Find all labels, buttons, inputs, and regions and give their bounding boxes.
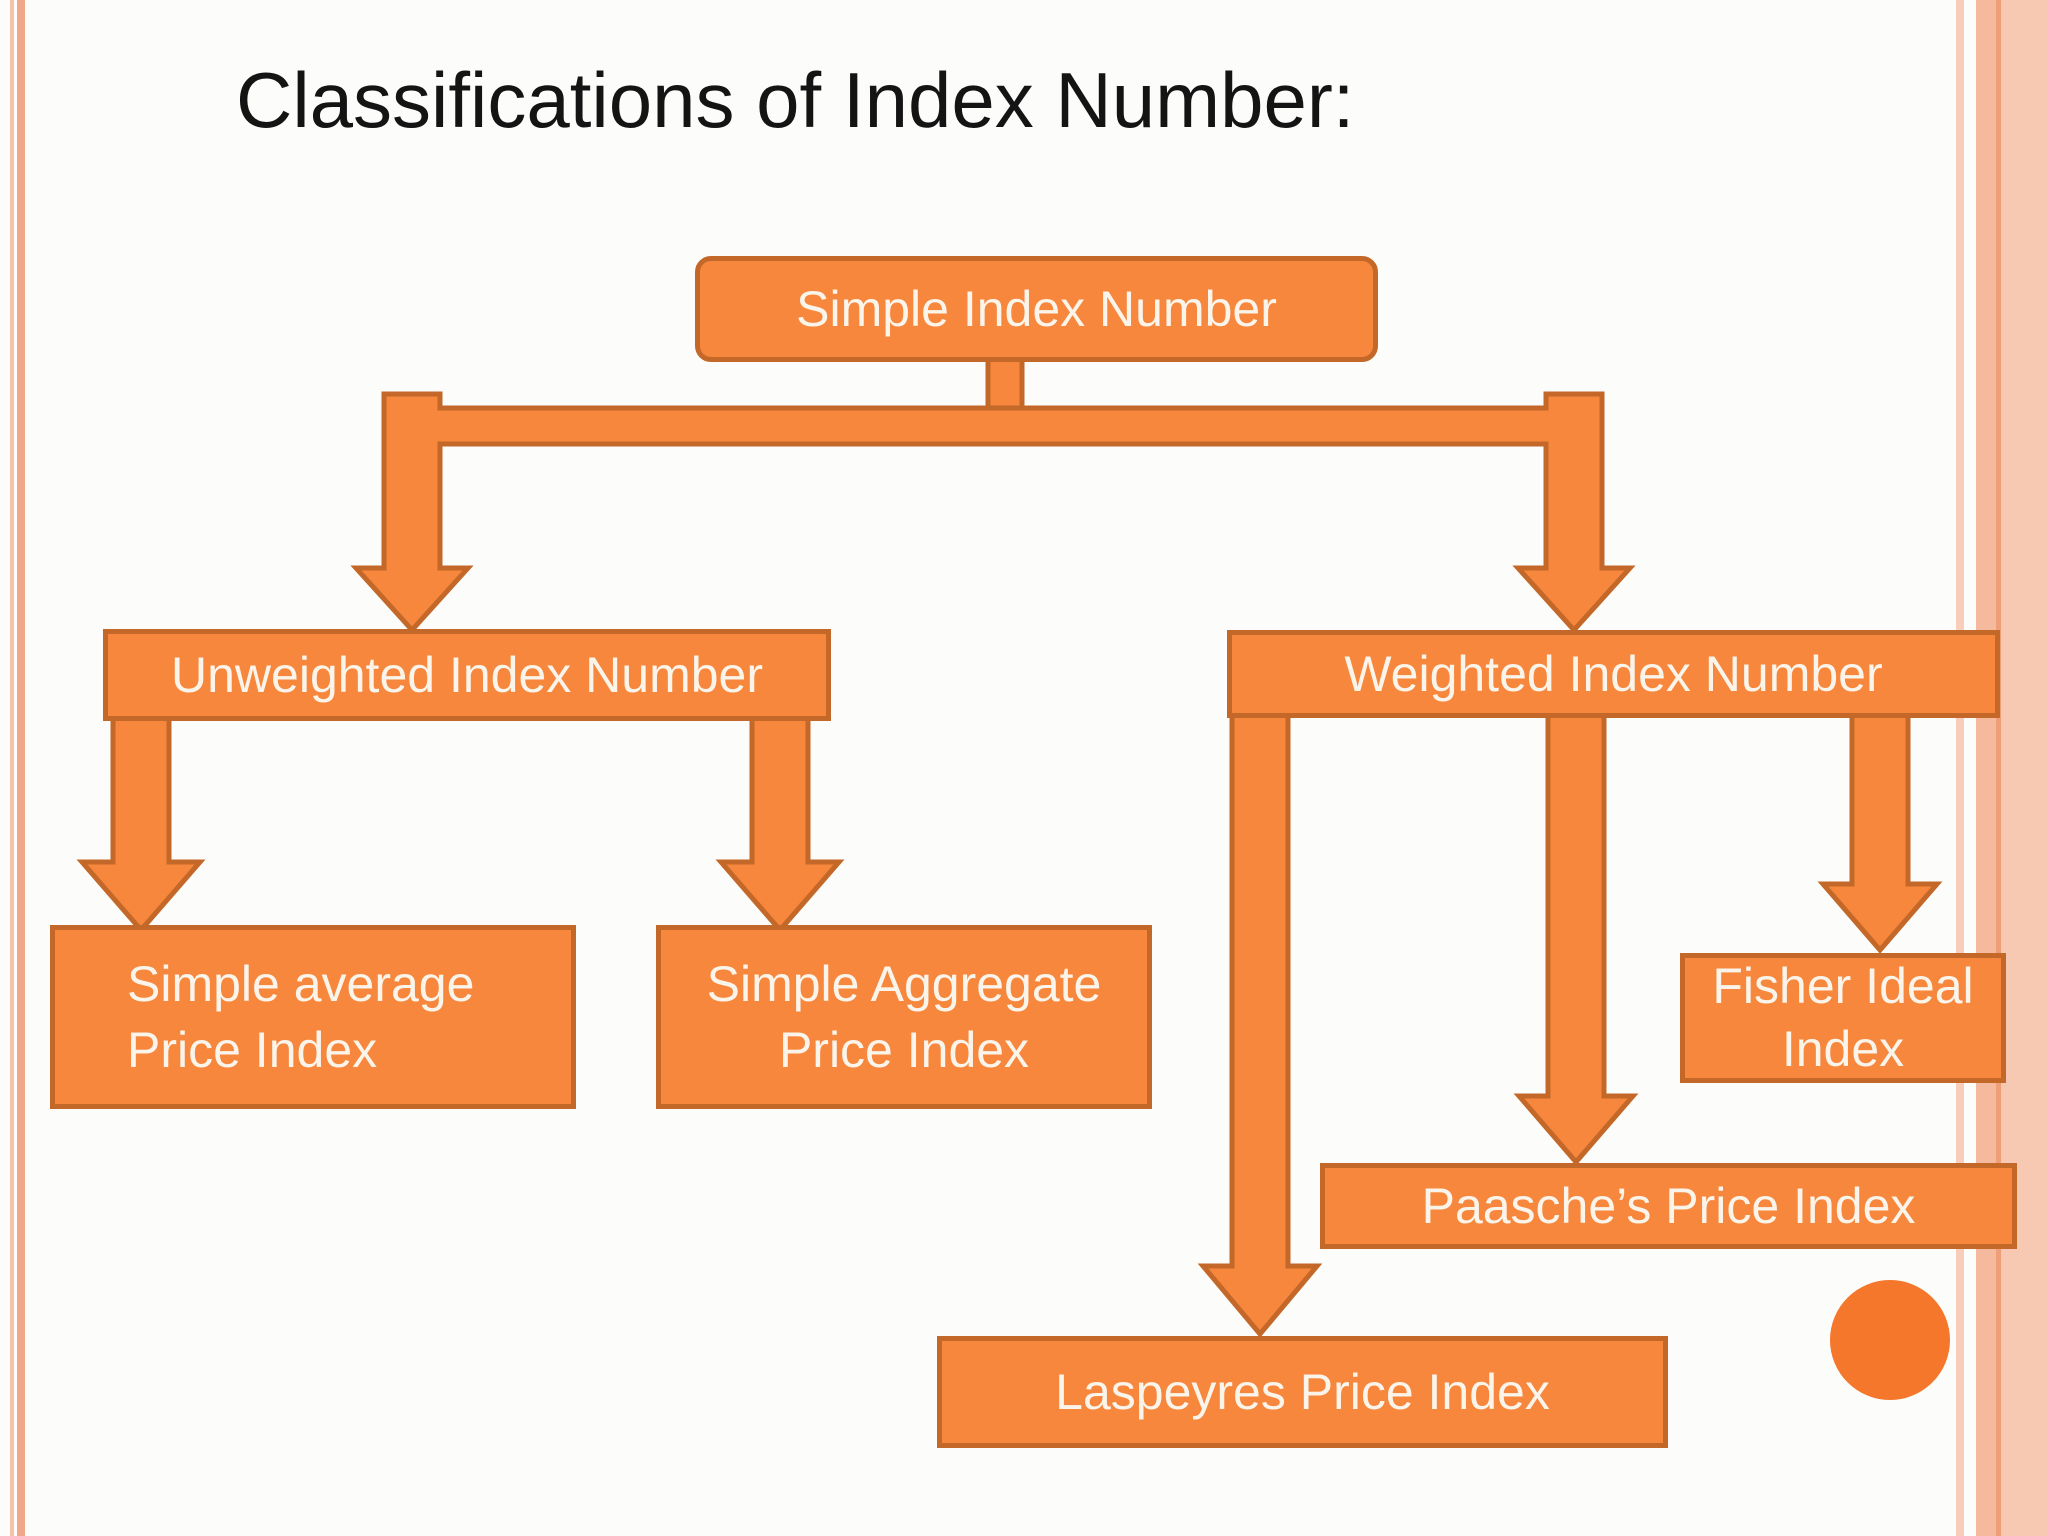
right-border-stripe [1976,0,1996,1536]
page-title: Classifications of Index Number: [236,56,1355,144]
node-simple-index-number: Simple Index Number [695,256,1378,362]
right-border-stripe [2001,0,2048,1536]
node-label: Weighted Index Number [1344,646,1883,702]
connector-branch-arrows-to-unweighted-and-weighted [350,391,1636,634]
arrow-weighted-to-fisher [1817,709,1943,954]
node-laspeyres-price-index: Laspeyres Price Index [937,1336,1668,1448]
node-label: Paasche’s Price Index [1421,1178,1916,1234]
node-label: Simple Index Number [796,281,1277,337]
node-label-line1: Fisher Ideal [1712,958,1974,1014]
node-label-line2: Price Index [127,1022,378,1078]
node-label: Unweighted Index Number [171,647,763,703]
accent-circle [1830,1280,1950,1400]
node-unweighted-index-number: Unweighted Index Number [103,629,831,721]
node-simple-aggregate-price-index: Simple Aggregate Price Index [656,925,1152,1109]
left-border-stripe [10,0,14,1536]
arrow-weighted-to-laspeyres [1197,709,1323,1338]
node-label-line1: Simple Aggregate [706,956,1102,1012]
arrow-unweighted-to-simple-average [76,715,206,934]
node-fisher-ideal-index: Fisher Ideal Index [1680,953,2006,1083]
node-paasche-price-index: Paasche’s Price Index [1320,1163,2017,1249]
node-label-line2: Index [1781,1021,1905,1077]
node-simple-average-price-index: Simple average Price Index [50,925,576,1109]
right-border-stripe [1996,0,2001,1536]
node-label-line2: Price Index [778,1022,1030,1078]
left-border-stripe [17,0,25,1536]
node-label-line1: Simple average [127,956,475,1012]
right-border-stripe [1956,0,1964,1536]
node-weighted-index-number: Weighted Index Number [1227,630,2000,718]
arrow-weighted-to-paasche [1513,709,1639,1166]
node-label: Laspeyres Price Index [1055,1364,1550,1420]
arrow-unweighted-to-simple-aggregate [715,715,845,934]
